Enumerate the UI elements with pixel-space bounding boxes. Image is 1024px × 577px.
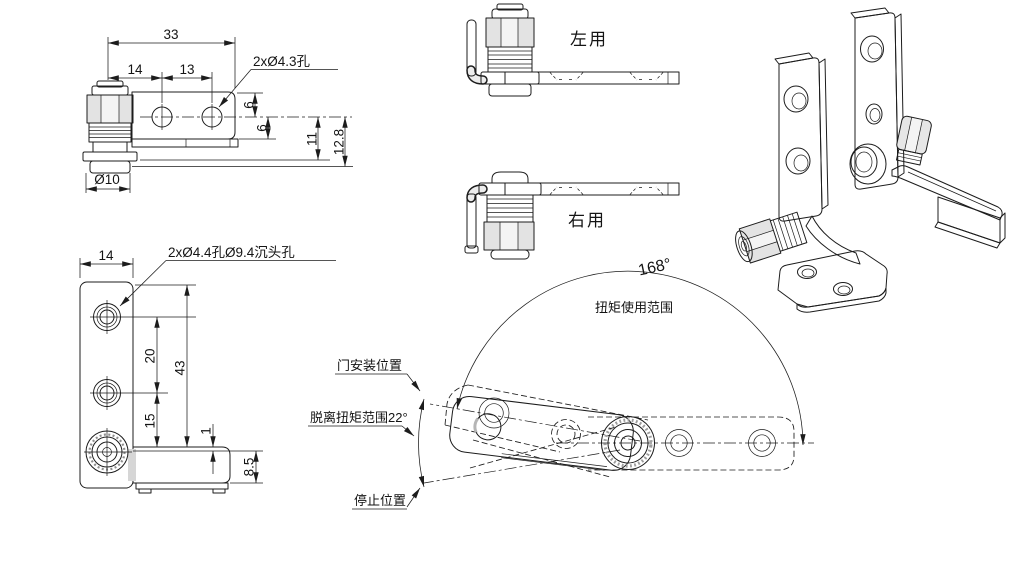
release-torque-range-label: 脱离扭矩范围22° — [310, 410, 408, 425]
dim-14: 14 — [127, 62, 143, 77]
swing-angle-label: 168° — [637, 256, 673, 280]
door-leaf-horizontal-outline — [588, 416, 795, 471]
hole-callout-front-view: 2xØ4.4孔Ø9.4沉头孔 — [168, 245, 295, 260]
dim-15: 15 — [143, 413, 158, 428]
torque-barrel-3d — [735, 211, 808, 264]
dim-11: 11 — [305, 132, 320, 146]
hole-callout-top-view: 2xØ4.3孔 — [253, 54, 311, 69]
top-plan-view: 33 14 13 2xØ4.3孔 6 6 11 12.8 Ø10 — [82, 27, 353, 193]
right-use-view: 右用 — [464, 171, 680, 260]
dim-14-front: 14 — [98, 248, 114, 263]
dim-diameter-10: Ø10 — [94, 172, 120, 187]
dim-20: 20 — [143, 348, 158, 363]
pivot-knurl — [601, 416, 655, 470]
vertical-plate — [854, 12, 899, 190]
base-bracket — [777, 250, 888, 308]
bent-arm — [805, 215, 861, 265]
swing-arc — [456, 270, 806, 446]
left-use-label: 左用 — [570, 30, 608, 49]
dim-43: 43 — [173, 360, 188, 375]
stop-arm — [449, 395, 655, 471]
torque-range-label: 扭矩使用范围 — [595, 300, 673, 315]
lock-pin — [467, 185, 487, 202]
stop-position-label: 停止位置 — [354, 493, 406, 508]
iso-hinge-right — [849, 7, 1006, 249]
dim-8-5: 8.5 — [242, 458, 257, 477]
torque-range-diagram: 168° 扭矩使用范围 门安装位置 — [308, 256, 814, 510]
vertical-plate — [778, 57, 823, 222]
torque-barrel-side — [82, 80, 138, 174]
hinge-arm-strip — [504, 71, 680, 85]
dim-1: 1 — [199, 427, 214, 435]
left-use-view: 左用 — [466, 3, 680, 97]
hinge-arm-front — [132, 446, 231, 484]
hinge-arm-edge — [131, 138, 239, 148]
door-mount-position-label: 门安装位置 — [337, 358, 402, 373]
dim-12-8: 12.8 — [332, 129, 347, 155]
top-view-dimensions: 33 14 13 2xØ4.3孔 6 6 11 12.8 Ø10 — [85, 27, 353, 193]
bent-arm — [891, 165, 1003, 221]
release-range-arc — [418, 398, 425, 488]
dim-6-top: 6 — [242, 101, 257, 109]
front-view: 14 2xØ4.4孔Ø9.4沉头孔 20 15 43 1 8.5 — [79, 245, 336, 494]
hinge-plate-top — [131, 91, 236, 140]
right-use-label: 右用 — [568, 211, 606, 230]
door-leaf-tilted-outline — [444, 424, 561, 453]
dim-13: 13 — [179, 62, 194, 77]
front-view-dimensions: 14 2xØ4.4孔Ø9.4沉头孔 20 15 43 1 8.5 — [79, 245, 336, 484]
hinge-arm-strip — [504, 182, 680, 196]
hinge-plate-front — [79, 281, 134, 489]
dim-33: 33 — [163, 27, 178, 42]
iso-hinge-left — [735, 52, 888, 313]
pivot-boss-3d — [849, 143, 887, 185]
hex-nut-3d — [895, 115, 932, 166]
dim-6-bottom: 6 — [255, 124, 270, 132]
